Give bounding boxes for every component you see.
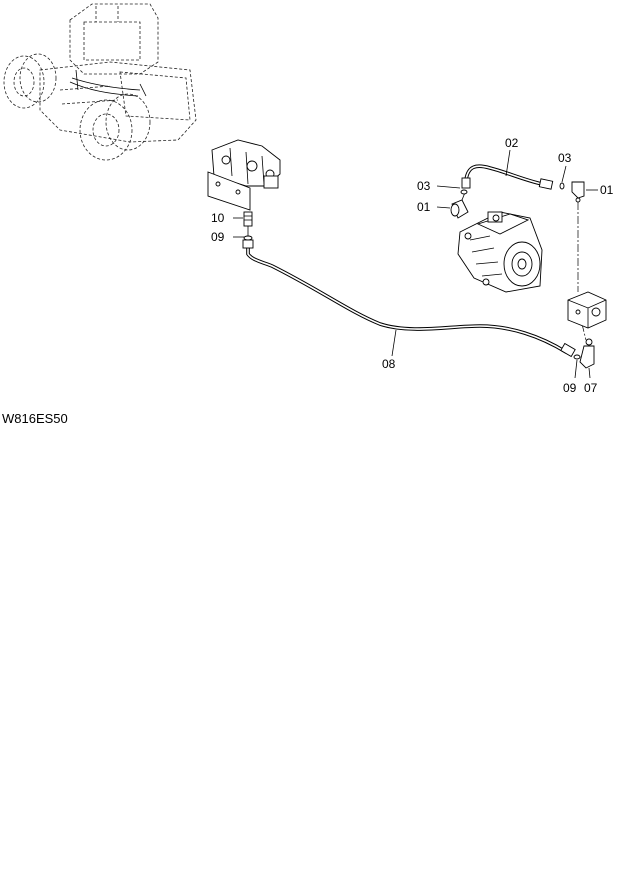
elbow-07 <box>579 338 595 369</box>
hose-02 <box>461 164 554 190</box>
hose-08 <box>242 239 576 358</box>
fitting-01-right <box>571 181 585 203</box>
callout-03-left: 03 <box>417 179 431 193</box>
callout-09-left: 09 <box>211 230 225 244</box>
hydraulic-pump <box>457 211 543 293</box>
wheel-loader-locator-illustration <box>3 3 197 161</box>
o-ring-09-right <box>573 354 581 360</box>
connection-chain-line-lower <box>581 323 587 341</box>
o-ring-03-left <box>460 189 468 195</box>
small-valve-block <box>567 291 607 329</box>
callout-08: 08 <box>382 357 396 371</box>
control-valve-assembly <box>207 139 281 211</box>
fitting-01-left <box>450 189 469 219</box>
callout-07: 07 <box>584 381 598 395</box>
o-ring-09-left <box>243 226 253 241</box>
callout-labels: 02 03 03 01 01 10 09 08 09 07 <box>211 136 614 395</box>
callout-01-left: 01 <box>417 200 431 214</box>
callout-10: 10 <box>211 211 225 225</box>
callout-03-right: 03 <box>558 151 572 165</box>
callout-09-right: 09 <box>563 381 577 395</box>
o-ring-03-right <box>559 182 565 190</box>
drawing-code: W816ES50 <box>2 411 68 426</box>
leader-lines <box>233 149 598 379</box>
callout-01-right: 01 <box>600 183 614 197</box>
fitting-10 <box>243 211 253 227</box>
callout-02: 02 <box>505 136 519 150</box>
